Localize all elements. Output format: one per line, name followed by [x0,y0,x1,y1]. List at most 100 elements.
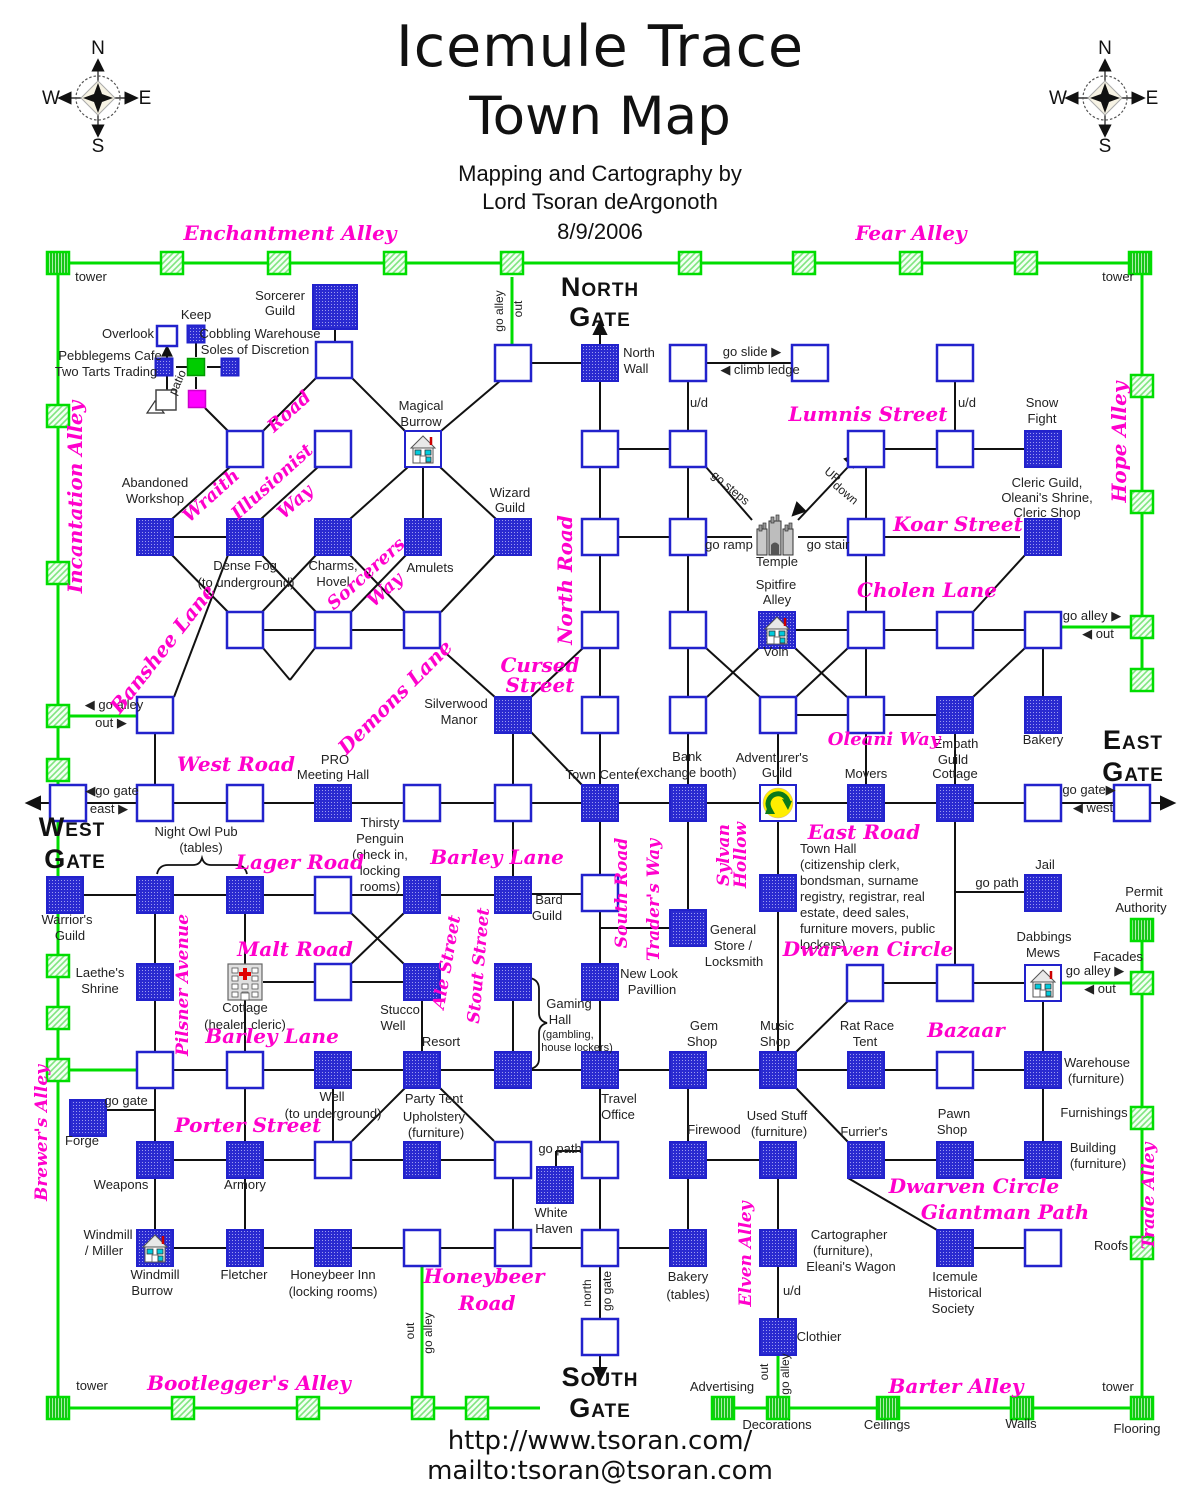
dwarven-circle-2[interactable] [935,963,975,1003]
charms-hovel[interactable] [314,518,352,556]
ceilings-sq[interactable] [875,1395,901,1421]
decorations-sq[interactable] [765,1395,791,1421]
tower-nw[interactable] [45,250,71,276]
stucco-well[interactable] [403,963,441,1001]
alley-access-node[interactable] [45,703,71,729]
lumnis-top[interactable] [935,343,975,383]
town-hall[interactable] [759,874,797,912]
dense-fog[interactable] [226,518,264,556]
furriers[interactable] [847,1141,885,1179]
alley-access-node[interactable] [1129,1235,1155,1261]
alley-access-node[interactable] [1129,489,1155,515]
honeybeer-alley[interactable] [402,1228,442,1268]
porter-3[interactable] [580,1140,620,1180]
magical-burrow[interactable] [404,430,442,468]
sorcerer-guild[interactable] [312,284,358,330]
footer-mailto[interactable]: mailto:tsoran@tsoran.com [427,1456,773,1486]
building-furniture[interactable] [1024,1141,1062,1179]
south-gate-room[interactable] [580,1317,620,1357]
pebblegems-cafe[interactable] [154,357,174,377]
wraith-1[interactable] [225,429,265,469]
wizard-guild[interactable] [494,518,532,556]
tower-se[interactable] [1129,1395,1155,1421]
alley-access-node[interactable] [1129,614,1155,640]
footer-url[interactable]: http://www.tsoran.com/ [447,1426,753,1456]
cartographer[interactable] [759,1229,797,1267]
traders-n[interactable] [668,695,708,735]
slide-room[interactable] [790,343,830,383]
alley-access-node[interactable] [898,250,924,276]
lager-2[interactable] [226,876,264,914]
banshee-2[interactable] [313,610,353,650]
alley-access-node[interactable] [295,1395,321,1421]
alley-access-node[interactable] [1129,667,1155,693]
cottage-healer[interactable] [227,963,263,1001]
spitfire-top[interactable] [668,610,708,650]
west-alley-room[interactable] [135,695,175,735]
alley-access-node[interactable] [266,250,292,276]
alley-access-node[interactable] [1013,250,1039,276]
honeybeer-inn[interactable] [314,1229,352,1267]
well[interactable] [314,1051,352,1089]
silverwood-manor[interactable] [494,696,532,734]
north-road-4[interactable] [580,695,620,735]
lager-4[interactable] [403,876,441,914]
north-road-3[interactable] [580,610,620,650]
demons-1[interactable] [402,610,442,650]
fletcher[interactable] [226,1229,264,1267]
banshee-1[interactable] [225,610,265,650]
alley-access-node[interactable] [1129,1105,1155,1131]
north-road-2[interactable] [580,517,620,557]
new-look-pavillion[interactable] [581,963,619,1001]
lumnis-1[interactable] [846,429,886,469]
general-store[interactable] [669,909,707,947]
pro-meeting-hall[interactable] [314,784,352,822]
alley-access-node[interactable] [382,250,408,276]
koar-1[interactable] [668,517,708,557]
alley-access-node[interactable] [45,403,71,429]
voln[interactable] [758,611,796,649]
dwarven-circle-1[interactable] [845,963,885,1003]
barley-1[interactable] [135,1050,175,1090]
north-road-e1[interactable] [668,429,708,469]
south-2[interactable] [580,1228,620,1268]
temple[interactable] [756,514,794,556]
town-center[interactable] [581,784,619,822]
adventurers-guild[interactable] [759,784,797,822]
tower-ne[interactable] [1127,250,1153,276]
overlook[interactable] [155,324,179,348]
giantman-e[interactable] [1023,1228,1063,1268]
lager-1[interactable] [136,876,174,914]
party-tent[interactable] [403,1051,441,1089]
north-road-1[interactable] [580,429,620,469]
dabbings-mews[interactable] [1024,964,1062,1002]
keep-courtyard[interactable] [186,357,206,377]
alley-access-node[interactable] [677,250,703,276]
icemule-historical[interactable] [936,1229,974,1267]
lager-3[interactable] [313,875,353,915]
west-road-3[interactable] [402,783,442,823]
travel-office[interactable] [581,1051,619,1089]
bakery-north[interactable] [1024,696,1062,734]
bank[interactable] [669,784,707,822]
walls-sq[interactable] [1009,1395,1035,1421]
alley-access-node[interactable] [45,757,71,783]
east-road-1[interactable] [1023,783,1063,823]
porter-2[interactable] [493,1140,533,1180]
oleani-1[interactable] [846,695,886,735]
lumnis-2[interactable] [935,429,975,469]
permit-authority-sq[interactable] [1129,917,1155,943]
cholen-2[interactable] [935,610,975,650]
movers[interactable] [847,784,885,822]
west-gate-room[interactable] [48,783,88,823]
west-road-2[interactable] [225,783,265,823]
advertising-sq[interactable] [710,1395,736,1421]
barley-2[interactable] [225,1050,265,1090]
bazaar-room[interactable] [935,1050,975,1090]
empath-guild[interactable] [936,696,974,734]
malt-1[interactable] [313,962,353,1002]
snow-fight[interactable] [1024,430,1062,468]
cottage-east[interactable] [936,784,974,822]
west-road-1[interactable] [135,783,175,823]
used-stuff[interactable] [759,1141,797,1179]
